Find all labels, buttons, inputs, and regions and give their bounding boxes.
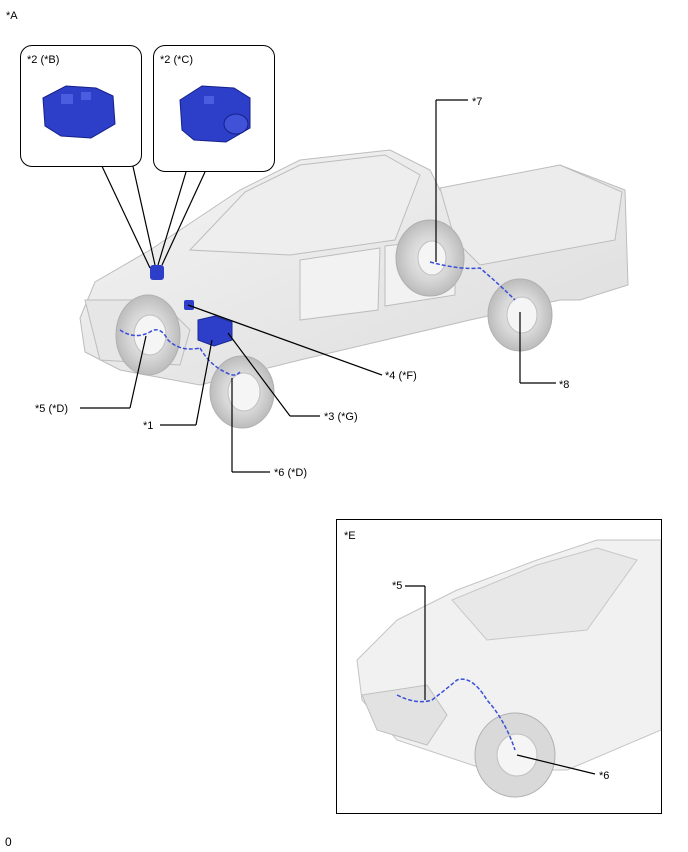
label-1: *1 [143, 420, 154, 432]
label-8: *8 [559, 379, 570, 391]
detail-vehicle-diagram [356, 539, 661, 798]
label-3g: *3 (*G) [324, 411, 358, 423]
callout-label-2b: *2 (*B) [27, 54, 60, 66]
spare-wheel [395, 219, 465, 297]
front-right-wheel [209, 355, 275, 429]
callout-pointers [80, 99, 556, 473]
actuator-assembly-1 [197, 315, 233, 347]
actuator-in-engine-bay [150, 265, 164, 280]
view-label-a: *A [6, 10, 18, 22]
front-left-wheel [115, 294, 181, 376]
actuator-icon-b [42, 85, 116, 139]
detail-inset-e: *E *5 *6 [336, 519, 662, 814]
callout-label-2c: *2 (*C) [160, 54, 194, 66]
label-5d: *5 (*D) [35, 403, 69, 415]
footer-text: 0 [5, 835, 12, 849]
detail-label-e: *E [344, 530, 356, 542]
detail-label-5: *5 [392, 580, 403, 592]
label-4f: *4 (*F) [385, 370, 417, 382]
speed-sensor-wires [119, 261, 516, 376]
actuator-icon-c [179, 85, 251, 143]
callout-bubble-c: *2 (*C) [153, 45, 275, 172]
callout-bubble-b: *2 (*B) [20, 45, 142, 167]
label-7: *7 [472, 96, 483, 108]
detail-label-6: *6 [599, 770, 610, 782]
label-6d: *6 (*D) [274, 467, 308, 479]
